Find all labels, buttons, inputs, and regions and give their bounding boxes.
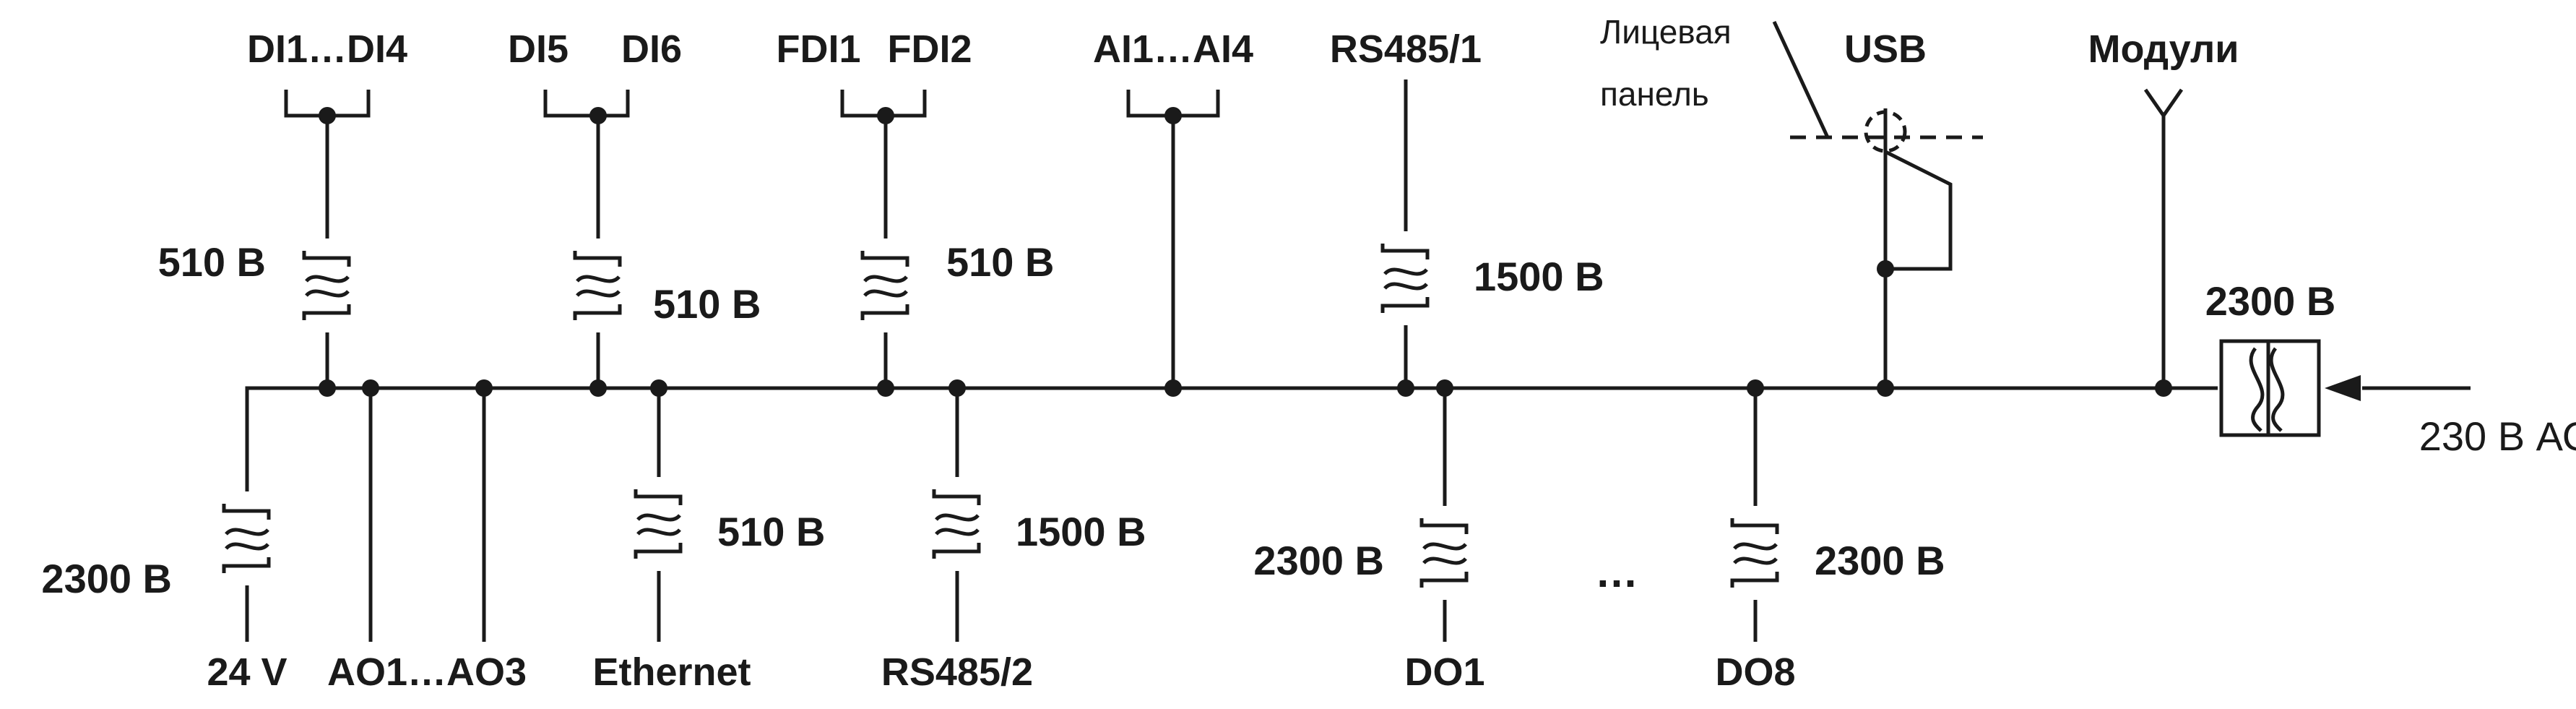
do1-isolator bbox=[1422, 518, 1466, 588]
v24-label: 24 V bbox=[207, 650, 287, 694]
ethernet-label: Ethernet bbox=[592, 650, 751, 694]
fdi1-label: FDI1 bbox=[776, 27, 860, 71]
di5-6-rating: 510 В bbox=[653, 281, 761, 327]
rs485-1-isolator bbox=[1383, 244, 1427, 313]
di1-4-branch bbox=[284, 90, 371, 397]
usb-label: USB bbox=[1844, 27, 1927, 71]
do8-branch bbox=[1732, 379, 1777, 642]
v24-isolator bbox=[224, 504, 269, 573]
fdi2-label: FDI2 bbox=[887, 27, 972, 71]
front-panel-label-line1: Лицевая bbox=[1600, 13, 1732, 51]
fdi-rating: 510 В bbox=[946, 239, 1054, 285]
do8-isolator bbox=[1732, 518, 1777, 588]
di1-4-rating: 510 В bbox=[158, 239, 266, 285]
v24-rating: 2300 В bbox=[41, 556, 172, 601]
rs485-1-label: RS485/1 bbox=[1330, 27, 1482, 71]
rs485-2-isolator bbox=[934, 489, 979, 559]
modules-branch bbox=[2143, 88, 2184, 397]
power-isolator bbox=[2219, 339, 2321, 437]
power-input-label: 230 В АС bbox=[2419, 413, 2576, 459]
do8-rating: 2300 В bbox=[1815, 538, 1945, 583]
do1-rating: 2300 В bbox=[1253, 538, 1384, 583]
do1-label: DO1 bbox=[1404, 650, 1484, 694]
di1-4-isolator bbox=[304, 251, 349, 320]
rs485-2-label: RS485/2 bbox=[881, 650, 1033, 694]
fdi-isolator bbox=[863, 251, 907, 320]
rs485-1-branch bbox=[1383, 80, 1427, 397]
do-ellipsis: … bbox=[1595, 548, 1638, 596]
ao1-3-label: AO1…AO3 bbox=[327, 650, 527, 694]
di5-6-isolator bbox=[575, 251, 620, 320]
front-panel-label-line2: панель bbox=[1600, 75, 1709, 113]
ai1-4-label: AI1…AI4 bbox=[1093, 27, 1253, 71]
rs485-2-rating: 1500 В bbox=[1016, 509, 1146, 554]
modules-label: Модули bbox=[2088, 27, 2239, 71]
ethernet-isolator bbox=[636, 489, 680, 559]
power-rating: 2300 В bbox=[2205, 278, 2336, 324]
power-input-arrow bbox=[2325, 375, 2471, 401]
ai1-4-branch bbox=[1126, 90, 1220, 397]
rs485-1-rating: 1500 В bbox=[1474, 254, 1604, 299]
ethernet-rating: 510 В bbox=[717, 509, 825, 554]
di6-label: DI6 bbox=[621, 27, 682, 71]
di1-4-label: DI1…DI4 bbox=[247, 27, 407, 71]
fdi-branch bbox=[840, 90, 927, 397]
ao1-3-branch bbox=[362, 379, 493, 642]
ethernet-branch bbox=[636, 379, 680, 642]
di5-6-branch bbox=[543, 90, 630, 397]
v24-branch bbox=[224, 386, 292, 642]
usb-branch bbox=[1772, 20, 1983, 397]
do1-branch bbox=[1422, 379, 1466, 642]
rs485-2-branch bbox=[934, 379, 979, 642]
di5-label: DI5 bbox=[508, 27, 569, 71]
do8-label: DO8 bbox=[1715, 650, 1795, 694]
